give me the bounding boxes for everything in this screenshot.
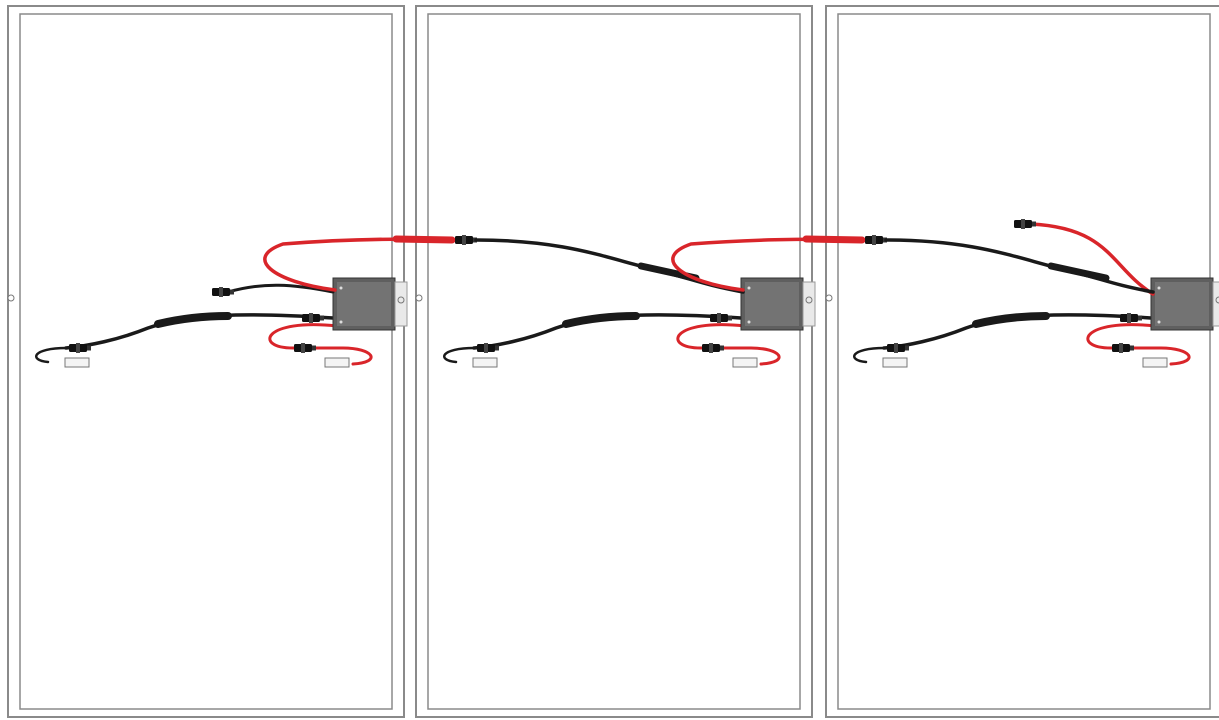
junction-box-body [1150,277,1214,331]
mc4-connector [69,343,91,353]
connector-ring [309,313,313,323]
junction-box-rivet [339,320,343,324]
junction-box [1150,277,1219,331]
connector-tip [905,345,909,351]
series-positive-sleeve [802,235,866,244]
mc4-connector [302,313,324,323]
junction-box-face [1155,282,1209,326]
junction-box-rivet [1157,320,1161,324]
junction-box-screw [1215,296,1219,304]
connector-tip [320,315,324,321]
junction-box-side [802,281,816,327]
positive-lead [1086,323,1191,366]
cable-label-tag [882,357,908,368]
positive-lead-up [1029,222,1155,296]
panel-2-wiring [443,277,816,368]
positive-lead [268,323,373,366]
negative-lead-loop [853,346,886,364]
negative-lead-sleeve [972,312,1050,328]
series-negative-sleeve [1047,262,1110,282]
junction-box-side [394,281,408,327]
junction-box [740,277,816,331]
junction-box-face [337,282,391,326]
cable-label-tag [64,357,90,368]
connector-ring [894,343,898,353]
extra-lead [226,283,335,294]
negative-lead-sleeve [562,312,640,328]
junction-box-screw [397,296,405,304]
junction-box-body [332,277,396,331]
connector-ring [709,343,713,353]
connector-ring [1127,313,1131,323]
connector-ring [1021,219,1025,229]
negative-lead-loop [35,346,68,364]
mc4-connector [294,343,316,353]
cable-label-tag [732,357,758,368]
connector-ring [717,313,721,323]
connector-ring [76,343,80,353]
connector-ring [484,343,488,353]
junction-box-rivet [747,320,751,324]
junction-box-rivet [339,286,343,290]
panel-inner-frame [19,13,393,710]
connector-tip [230,289,234,295]
connector-ring [462,235,466,245]
panel-inner-frame [837,13,1211,710]
connector-tip [1032,221,1036,227]
mc4-connector [887,343,909,353]
negative-lead-loop [443,346,476,364]
junction-box [332,277,408,331]
panel-inner-frame [427,13,801,710]
mc4-connector [477,343,499,353]
cable-label-tag [324,357,350,368]
connector-tip [495,345,499,351]
connector-tip [1130,345,1134,351]
connector-ring [301,343,305,353]
connector-tip [720,345,724,351]
junction-box-side [1212,281,1219,327]
mounting-hole [825,294,833,302]
panel-3-wiring [853,219,1219,368]
mc4-connector [212,287,234,297]
mounting-hole [7,294,15,302]
connector-tip [312,345,316,351]
series-positive-sleeve [392,235,456,244]
mounting-hole [415,294,423,302]
positive-lead [676,323,781,366]
junction-box-rivet [747,286,751,290]
junction-box-rivet [1157,286,1161,290]
connector-ring [1119,343,1123,353]
mc4-connector [1112,343,1134,353]
cable-label-tag [1142,357,1168,368]
connector-tip [1138,315,1142,321]
junction-box-face [745,282,799,326]
mc4-connector [702,343,724,353]
cable-label-tag [472,357,498,368]
panel-1-wiring [35,277,408,368]
connector-tip [87,345,91,351]
connector-ring [219,287,223,297]
connector-ring [872,235,876,245]
mc4-connector [1120,313,1142,323]
series-link-2 [671,235,1155,294]
junction-box-body [740,277,804,331]
junction-box-screw [805,296,813,304]
negative-lead-sleeve [154,312,232,328]
mc4-connector [710,313,732,323]
connector-tip [728,315,732,321]
mc4-connector [1014,219,1036,229]
